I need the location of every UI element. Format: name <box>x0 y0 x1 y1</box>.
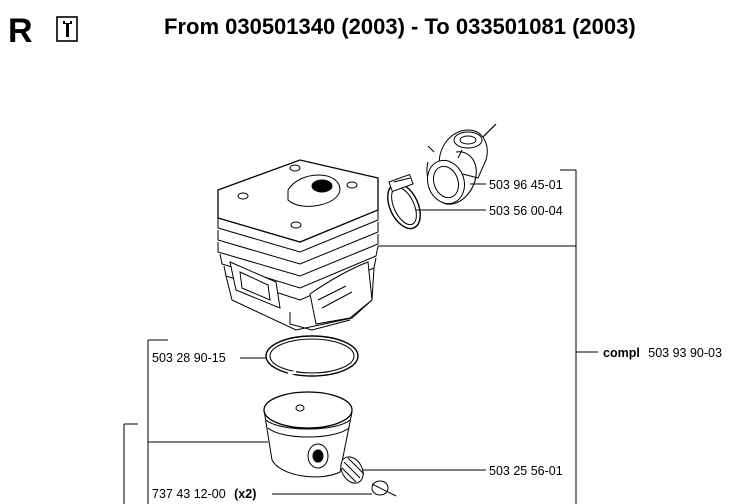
part-label-circlip: 737 43 12-00 (x2) <box>152 485 256 502</box>
part-label-intake-bellow: 503 96 45-01 <box>489 178 563 192</box>
section-letter: R <box>8 12 33 50</box>
part-label-clamp: 503 56 00-04 <box>489 204 563 218</box>
circlip-number: 737 43 12-00 <box>152 487 226 501</box>
needle-bearing <box>340 456 365 484</box>
hose-clamp <box>387 173 421 230</box>
cylinder <box>217 159 379 331</box>
intake-bellow <box>426 123 497 205</box>
leader-lines <box>123 169 598 504</box>
page-title: From 030501340 (2003) - To 033501081 (20… <box>164 14 636 39</box>
piston-ring <box>265 335 359 377</box>
circlip <box>371 480 397 497</box>
part-label-ring: 503 28 90-15 <box>152 351 226 365</box>
piston <box>263 391 353 478</box>
circlip-qty: (x2) <box>234 487 256 501</box>
wrench-icon <box>56 16 78 42</box>
compl-prefix: compl <box>603 346 640 360</box>
part-label-bearing: 503 25 56-01 <box>489 464 563 478</box>
part-label-compl: compl 503 93 90-03 <box>603 344 722 361</box>
compl-number: 503 93 90-03 <box>648 346 722 360</box>
